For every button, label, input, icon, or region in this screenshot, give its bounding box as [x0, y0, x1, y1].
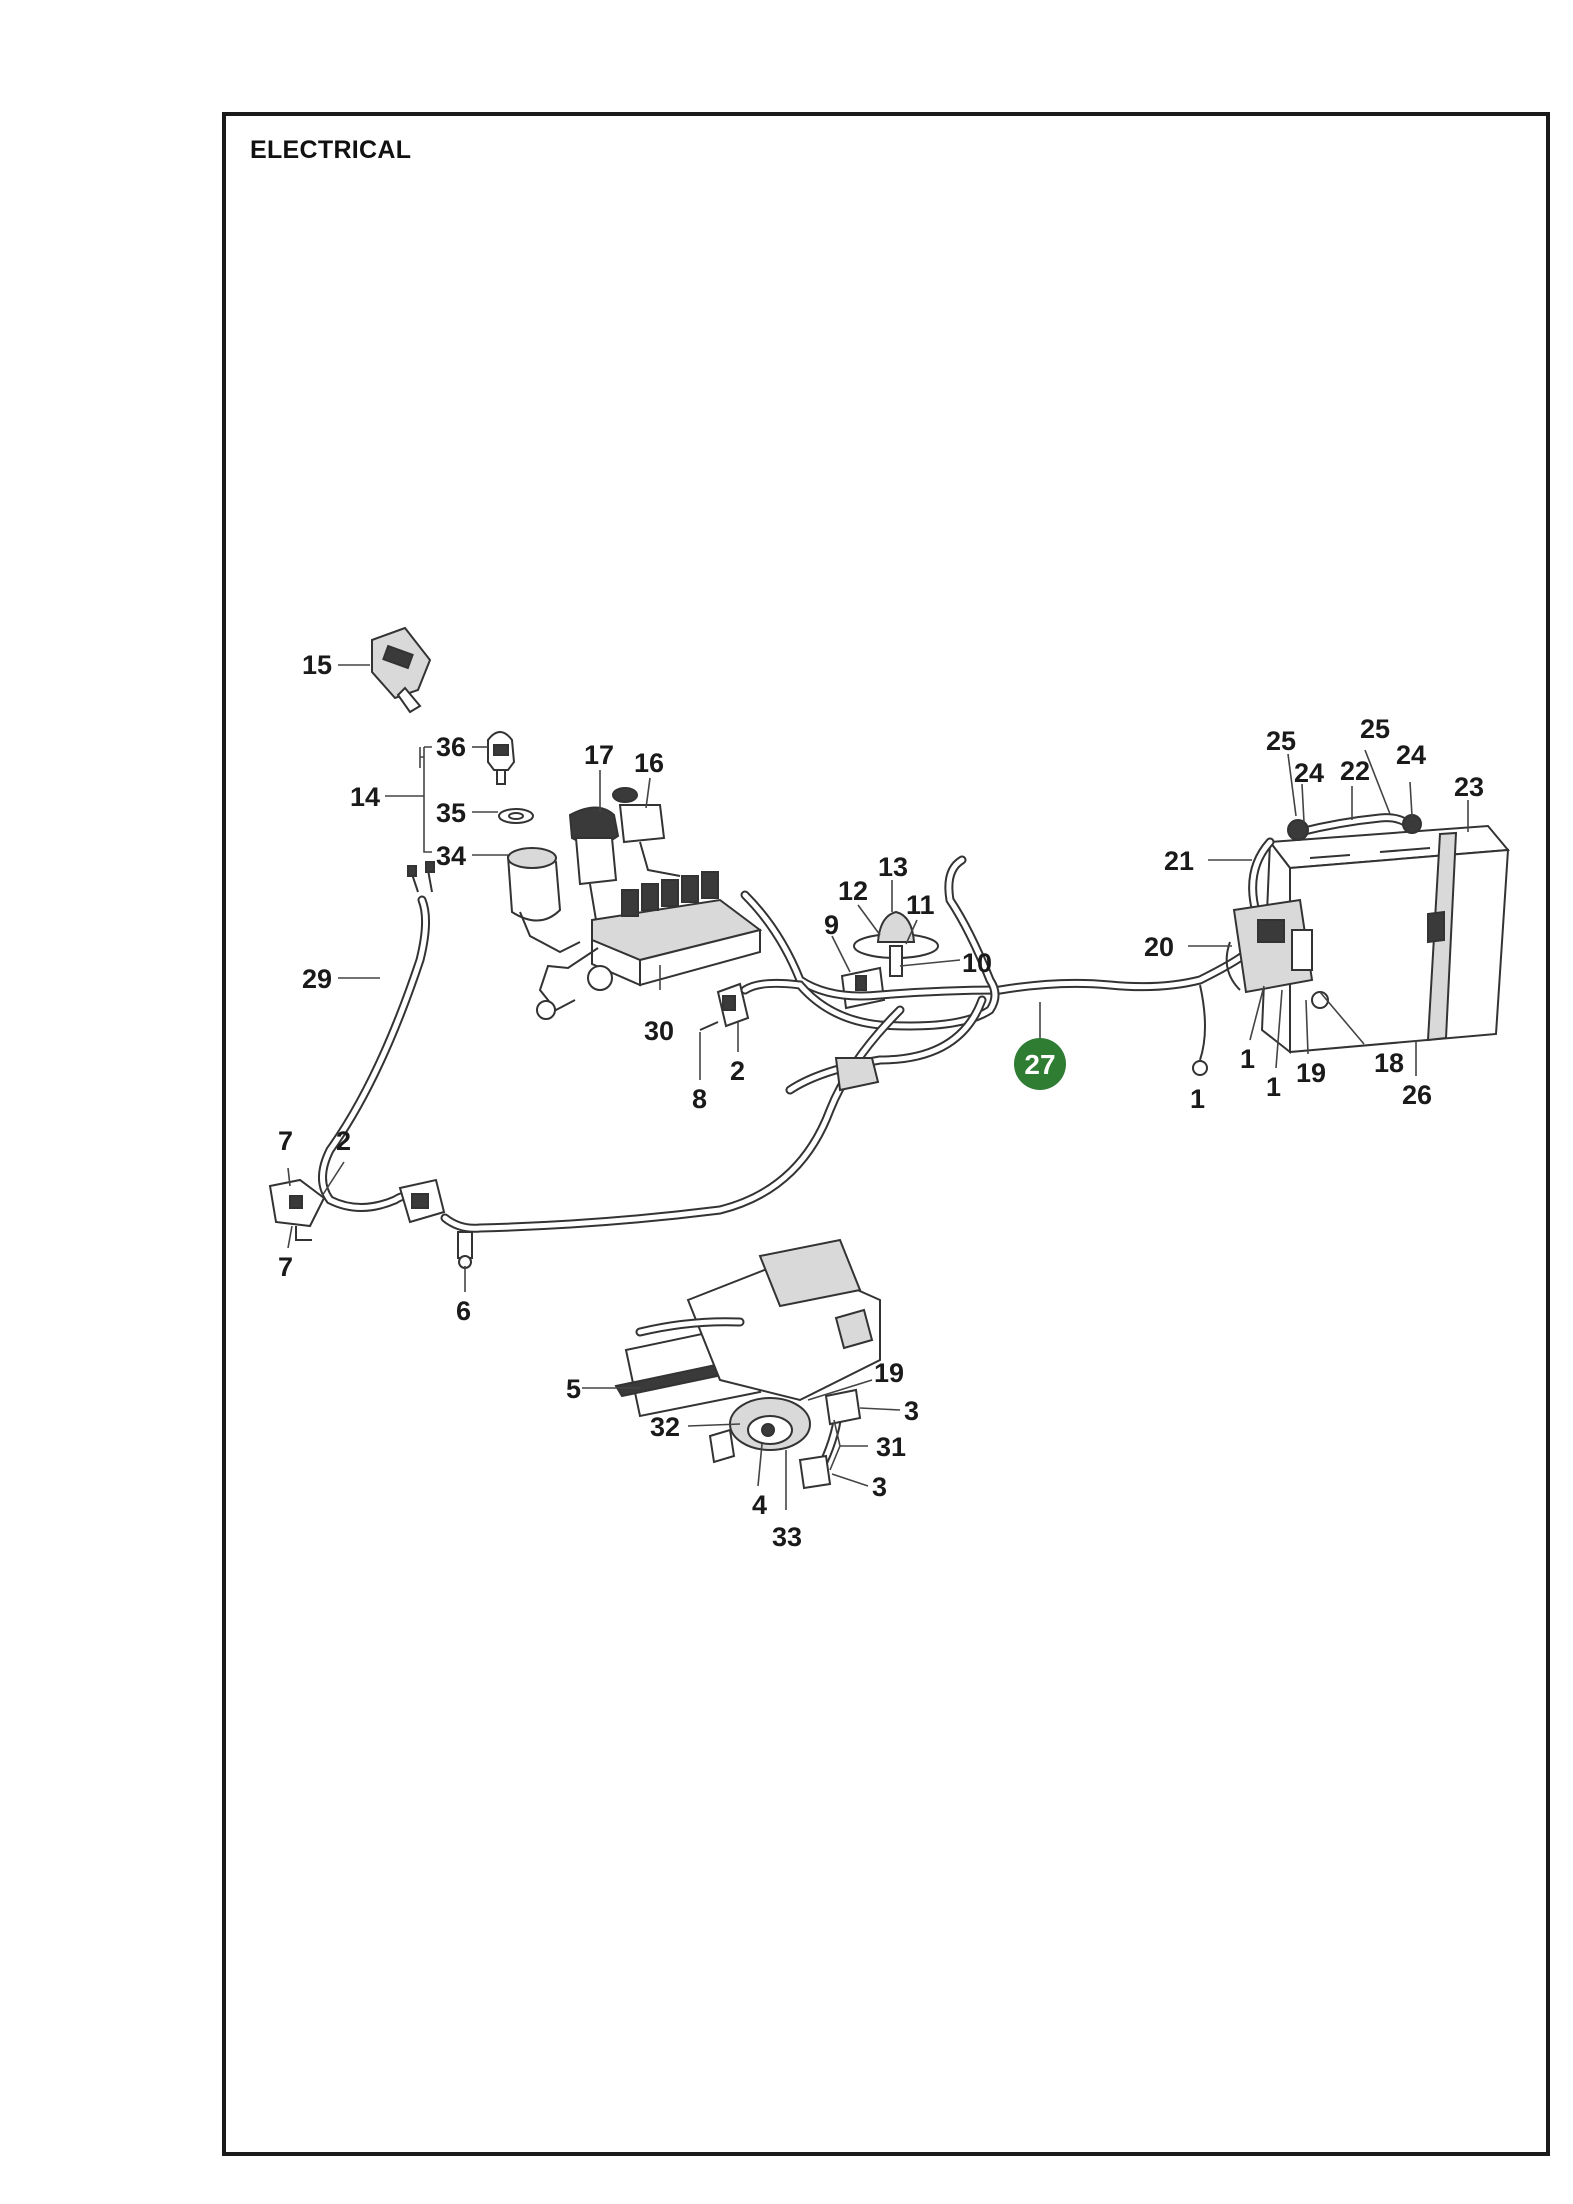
part-20-18-solenoid [1225, 898, 1329, 1009]
callout-34: 34 [436, 841, 466, 871]
callout-8: 8 [692, 1084, 707, 1114]
part-27-wiring-harness [440, 855, 1255, 1233]
callout-18: 18 [1374, 1048, 1404, 1078]
callout-13: 13 [878, 852, 908, 882]
highlighted-callout-27[interactable]: 27 [1014, 1038, 1066, 1090]
part-21-cable [1248, 837, 1275, 917]
callout-3: 3 [904, 1396, 919, 1426]
part-29-harness [318, 861, 435, 1212]
page-title: ELECTRICAL [250, 136, 412, 164]
callout-36: 36 [436, 732, 466, 762]
callout-10: 10 [962, 948, 992, 978]
callout-7: 7 [278, 1126, 293, 1156]
callout-12: 12 [838, 876, 868, 906]
highlight-badge[interactable] [1014, 1038, 1066, 1090]
callout-20: 20 [1144, 932, 1174, 962]
part-35-washer [498, 808, 534, 824]
part-30-fuse-block [536, 871, 763, 1020]
callout-3: 3 [872, 1472, 887, 1502]
callout-24: 24 [1396, 740, 1426, 770]
part-31-3-link [798, 1388, 862, 1490]
part-32-33-4-actuator [708, 1397, 811, 1464]
callout-labels: 15 36 14 35 34 17 16 29 30 13 12 11 9 10… [278, 650, 1484, 1552]
part-23-battery [1260, 824, 1511, 1055]
callout-2: 2 [336, 1126, 351, 1156]
callout-33: 33 [772, 1522, 802, 1552]
callout-21: 21 [1164, 846, 1194, 876]
callout-30: 30 [644, 1016, 674, 1046]
part-22-cable [1287, 813, 1422, 841]
part-9-switch [840, 966, 886, 1010]
part-7-switch [268, 1178, 326, 1241]
callout-1: 1 [1266, 1072, 1281, 1102]
part-2-connector-left [398, 1178, 446, 1224]
part-15-connector [371, 626, 432, 714]
callout-23: 23 [1454, 772, 1484, 802]
callout-25: 25 [1266, 726, 1296, 756]
callout-5: 5 [566, 1374, 581, 1404]
callout-29: 29 [302, 964, 332, 994]
callout-1: 1 [1190, 1084, 1205, 1114]
part-12-13-11-ignition-housing [853, 910, 939, 977]
part-16-relay [612, 787, 681, 877]
part-6-clip [457, 1231, 473, 1269]
callout-14: 14 [350, 782, 380, 812]
callout-1: 1 [1240, 1044, 1255, 1074]
highlight-badge-label: 27 [1024, 1049, 1055, 1080]
callout-11: 11 [906, 890, 935, 920]
callout-4: 4 [752, 1490, 767, 1520]
frame-assembly [635, 1238, 881, 1402]
callout-35: 35 [436, 798, 466, 828]
callout-2: 2 [730, 1056, 745, 1086]
callout-16: 16 [634, 748, 664, 778]
callout-26: 26 [1402, 1080, 1432, 1110]
callout-9: 9 [824, 910, 839, 940]
part-36-key [487, 731, 516, 785]
callout-6: 6 [456, 1296, 471, 1326]
callout-15: 15 [302, 650, 332, 680]
callout-24: 24 [1294, 758, 1324, 788]
callout-7: 7 [278, 1252, 293, 1282]
callout-19: 19 [874, 1358, 904, 1388]
callout-25: 25 [1360, 714, 1390, 744]
diagram-frame: ELECTRICAL [222, 112, 1550, 2156]
callout-17: 17 [584, 740, 614, 770]
part-8-2-connector [699, 982, 750, 1031]
part-34-ignition-switch [506, 847, 581, 954]
callout-32: 32 [650, 1412, 680, 1442]
callout-19: 19 [1296, 1058, 1326, 1088]
callout-31: 31 [876, 1432, 906, 1462]
leader-lines [287, 664, 1469, 1510]
callout-22: 22 [1340, 756, 1370, 786]
